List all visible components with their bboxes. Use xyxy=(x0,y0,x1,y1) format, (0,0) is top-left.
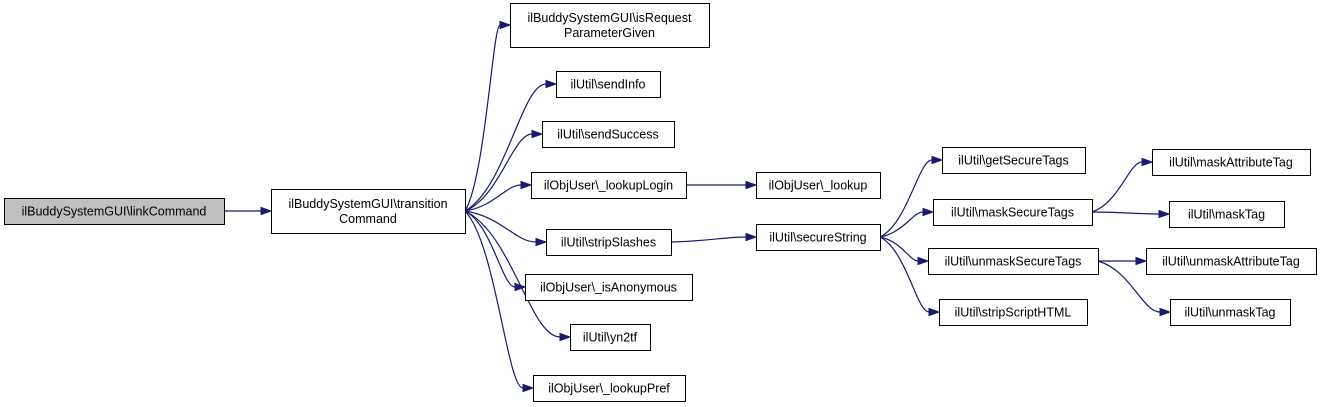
edge-stripSlashes-to-secureString xyxy=(670,236,747,243)
node-label-isRequest-line-1: ilBuddySystemGUI\isRequest xyxy=(528,11,692,25)
arrowhead-maskSecureTags-to-maskAttributeTag xyxy=(1141,157,1154,167)
node-stripScriptHTML[interactable]: ilUtil\stripScriptHTML xyxy=(939,299,1088,326)
node-box-secureString xyxy=(756,224,881,251)
arrowhead-maskSecureTags-to-maskTag xyxy=(1158,209,1171,219)
edge-transition-to-lookupPref xyxy=(464,210,524,389)
arrowhead-transition-to-stripSlashes xyxy=(535,237,548,247)
arrowhead-transition-to-yn2tf xyxy=(559,332,572,342)
nodes-layer: ilBuddySystemGUI\linkCommand ilBuddySyste… xyxy=(4,3,1317,402)
node-stripSlashes[interactable]: ilUtil\stripSlashes xyxy=(546,229,672,256)
arrowhead-secureString-to-maskSecureTags xyxy=(922,207,935,217)
node-box-root xyxy=(4,198,225,225)
node-box-lookup xyxy=(756,172,881,199)
node-sendInfo[interactable]: ilUtil\sendInfo xyxy=(556,71,661,98)
arrowhead-lookupLogin-to-lookup xyxy=(745,180,758,190)
node-yn2tf[interactable]: ilUtil\yn2tf xyxy=(570,324,651,351)
node-label-sendInfo: ilUtil\sendInfo xyxy=(570,78,645,92)
arrowhead-secureString-to-stripScriptHTML xyxy=(928,307,941,317)
arrowhead-transition-to-isRequest xyxy=(499,20,512,30)
node-label-maskSecureTags: ilUtil\maskSecureTags xyxy=(951,206,1074,220)
edge-secureString-to-getSecureTags xyxy=(879,159,933,238)
node-box-stripSlashes xyxy=(546,229,672,256)
edge-secureString-to-maskSecureTags xyxy=(879,211,924,238)
node-label-unmaskSecureTags: ilUtil\unmaskSecureTags xyxy=(945,255,1082,269)
node-box-lookupLogin xyxy=(531,172,687,199)
node-label-yn2tf: ilUtil\yn2tf xyxy=(583,331,638,345)
edge-unmaskSecureTags-to-unmaskTag xyxy=(1097,260,1161,313)
edge-transition-to-sendSuccess xyxy=(464,133,533,212)
node-sendSuccess[interactable]: ilUtil\sendSuccess xyxy=(542,121,675,148)
node-label-lookupPref: ilObjUser\_lookupPref xyxy=(548,382,670,396)
edge-transition-to-isAnonymous xyxy=(464,210,516,288)
node-label-isAnonymous: ilObjUser\_isAnonymous xyxy=(540,281,677,295)
node-label-unmaskAttributeTag: ilUtil\unmaskAttributeTag xyxy=(1162,255,1300,269)
node-label-stripScriptHTML: ilUtil\stripScriptHTML xyxy=(955,306,1072,320)
node-root[interactable]: ilBuddySystemGUI\linkCommand xyxy=(4,198,225,225)
node-label-stripSlashes: ilUtil\stripSlashes xyxy=(561,236,656,250)
node-maskTag[interactable]: ilUtil\maskTag xyxy=(1169,201,1285,228)
node-box-unmaskAttributeTag xyxy=(1146,248,1317,275)
arrowhead-transition-to-sendInfo xyxy=(545,79,558,89)
node-box-isRequest xyxy=(510,3,710,48)
node-box-maskAttributeTag xyxy=(1152,149,1311,176)
arrowhead-transition-to-sendSuccess xyxy=(531,129,544,139)
node-box-getSecureTags xyxy=(942,147,1086,174)
node-label-getSecureTags: ilUtil\getSecureTags xyxy=(958,154,1068,168)
node-maskSecureTags[interactable]: ilUtil\maskSecureTags xyxy=(933,199,1093,226)
edge-secureString-to-unmaskSecureTags xyxy=(879,236,919,262)
edge-maskSecureTags-to-maskAttributeTag xyxy=(1091,161,1143,213)
node-unmaskTag[interactable]: ilUtil\unmaskTag xyxy=(1170,299,1291,326)
node-label-lookupLogin: ilObjUser\_lookupLogin xyxy=(544,179,673,193)
edge-secureString-to-stripScriptHTML xyxy=(879,236,930,313)
arrowhead-secureString-to-unmaskSecureTags xyxy=(917,256,930,266)
node-box-yn2tf xyxy=(570,324,651,351)
node-lookupLogin[interactable]: ilObjUser\_lookupLogin xyxy=(531,172,687,199)
edge-transition-to-sendInfo xyxy=(464,83,547,212)
node-label-transition-line-2: Command xyxy=(339,212,397,226)
node-label-maskAttributeTag: ilUtil\maskAttributeTag xyxy=(1169,156,1293,170)
node-label-unmaskTag: ilUtil\unmaskTag xyxy=(1184,306,1275,320)
node-label-isRequest-line-2: ParameterGiven xyxy=(564,26,655,40)
node-box-maskSecureTags xyxy=(933,199,1093,226)
edge-maskSecureTags-to-maskTag xyxy=(1091,211,1160,215)
node-lookup[interactable]: ilObjUser\_lookup xyxy=(756,172,881,199)
node-box-unmaskTag xyxy=(1170,299,1291,326)
arrowhead-transition-to-lookupLogin xyxy=(520,180,533,190)
node-box-maskTag xyxy=(1169,201,1285,228)
arrowhead-unmaskSecureTags-to-unmaskAttributeTag xyxy=(1135,256,1148,266)
node-isAnonymous[interactable]: ilObjUser\_isAnonymous xyxy=(525,274,693,301)
node-secureString[interactable]: ilUtil\secureString xyxy=(756,224,881,251)
node-box-isAnonymous xyxy=(525,274,693,301)
arrowhead-root-to-transition xyxy=(260,206,273,216)
arrowhead-transition-to-lookupPref xyxy=(522,383,535,393)
node-lookupPref[interactable]: ilObjUser\_lookupPref xyxy=(533,375,686,402)
node-box-transition xyxy=(271,189,466,234)
node-box-stripScriptHTML xyxy=(939,299,1088,326)
node-box-sendInfo xyxy=(556,71,661,98)
edge-transition-to-yn2tf xyxy=(464,210,561,338)
node-label-sendSuccess: ilUtil\sendSuccess xyxy=(557,128,658,142)
arrowhead-unmaskSecureTags-to-unmaskTag xyxy=(1159,307,1172,317)
edge-transition-to-isRequest xyxy=(464,24,501,212)
arrowhead-secureString-to-getSecureTags xyxy=(931,155,944,165)
edge-transition-to-stripSlashes xyxy=(464,210,537,243)
node-box-sendSuccess xyxy=(542,121,675,148)
node-unmaskSecureTags[interactable]: ilUtil\unmaskSecureTags xyxy=(928,248,1099,275)
node-label-secureString: ilUtil\secureString xyxy=(769,231,866,245)
edge-transition-to-lookupLogin xyxy=(464,184,522,212)
node-label-root: ilBuddySystemGUI\linkCommand xyxy=(22,205,207,219)
node-label-transition-line-1: ilBuddySystemGUI\transition xyxy=(288,197,447,211)
node-getSecureTags[interactable]: ilUtil\getSecureTags xyxy=(942,147,1086,174)
node-label-maskTag: ilUtil\maskTag xyxy=(1188,208,1265,222)
node-maskAttributeTag[interactable]: ilUtil\maskAttributeTag xyxy=(1152,149,1311,176)
node-box-unmaskSecureTags xyxy=(928,248,1099,275)
node-box-lookupPref xyxy=(533,375,686,402)
node-unmaskAttributeTag[interactable]: ilUtil\unmaskAttributeTag xyxy=(1146,248,1317,275)
edges-layer xyxy=(223,20,1172,393)
node-label-lookup: ilObjUser\_lookup xyxy=(769,179,868,193)
arrowhead-stripSlashes-to-secureString xyxy=(745,232,758,242)
